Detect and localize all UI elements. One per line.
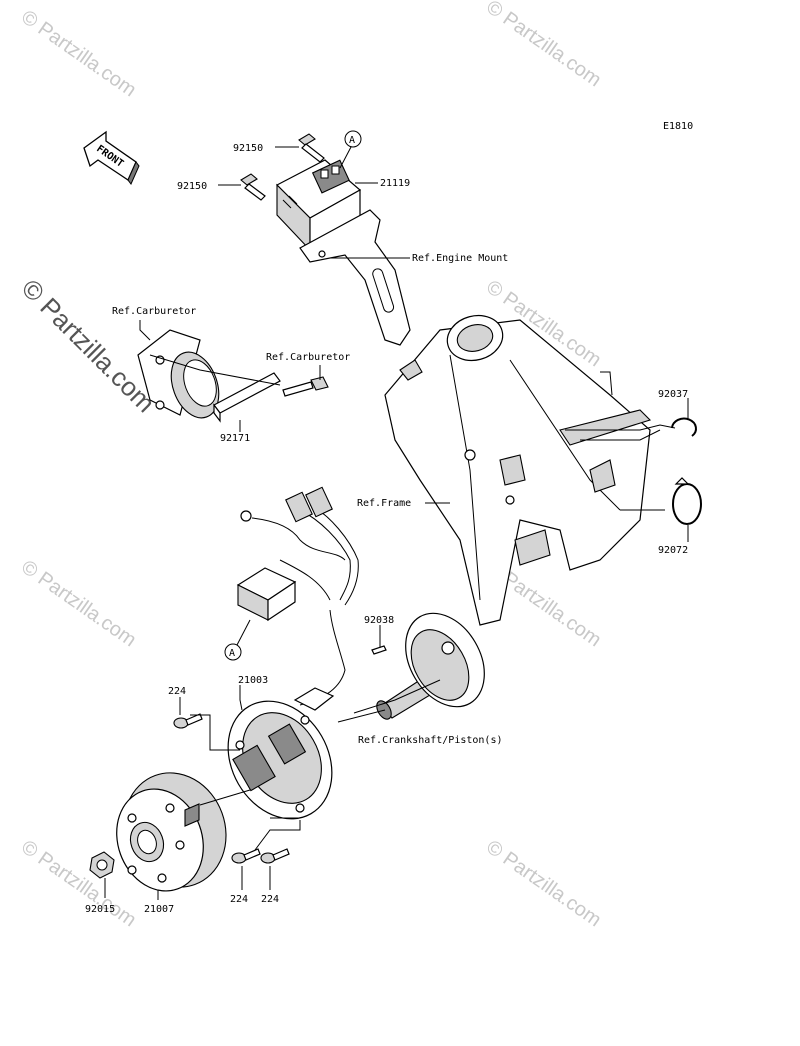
- label-stator-21003: 21003: [238, 675, 268, 686]
- label-ref-carburetor-2: Ref.Carburetor: [266, 352, 350, 363]
- label-clamp-92072: 92072: [658, 545, 688, 556]
- carburetor-bolt-icon: [282, 376, 329, 397]
- screw-224-bottom-1-icon: [231, 848, 261, 864]
- igniter-unit: [275, 159, 362, 252]
- label-screw-224-bottom-1: 224: [230, 894, 248, 905]
- callout-a-bottom: A: [224, 619, 251, 661]
- carburetor-holder: [137, 329, 220, 419]
- label-igniter-21119: 21119: [380, 178, 410, 189]
- watermark-4: © Partzilla.com: [17, 556, 140, 651]
- stator-21003: [227, 687, 335, 820]
- callout-a-top: A: [339, 130, 362, 169]
- bolt-92150-top-icon: [298, 133, 325, 163]
- frame: [384, 314, 652, 626]
- screw-224-bottom-2-icon: [260, 848, 290, 864]
- clamp-92072-icon: [672, 477, 702, 525]
- label-band-92171: 92171: [220, 433, 250, 444]
- bolt-92150-left-icon: [240, 173, 266, 201]
- key-92038-icon: [371, 645, 387, 655]
- engine-mount-bracket: [299, 209, 411, 346]
- band-92171: [213, 372, 281, 423]
- label-screw-224-left: 224: [168, 686, 186, 697]
- label-ref-frame: Ref.Frame: [357, 498, 411, 509]
- label-bolt-92150-left: 92150: [177, 181, 207, 192]
- diagram-code: E1810: [663, 121, 693, 132]
- label-ref-crankshaft: Ref.Crankshaft/Piston(s): [358, 735, 503, 746]
- front-arrow-icon: FRONT: [83, 130, 140, 185]
- label-ref-carburetor-1: Ref.Carburetor: [112, 306, 196, 317]
- label-clamp-92037: 92037: [658, 389, 688, 400]
- label-key-92038: 92038: [364, 615, 394, 626]
- screw-224-left-icon: [173, 713, 203, 729]
- watermark-7: © Partzilla.com: [482, 836, 605, 931]
- flywheel-21007: [116, 772, 227, 892]
- label-flywheel-21007: 21007: [144, 904, 174, 915]
- watermark-1: © Partzilla.com: [17, 6, 140, 101]
- harness-connector: [236, 567, 297, 622]
- callout-a-bottom-label: A: [229, 648, 235, 659]
- label-ref-engine-mount: Ref.Engine Mount: [412, 253, 508, 264]
- watermark-main: © Partzilla.com: [16, 273, 161, 418]
- label-nut-92015: 92015: [85, 904, 115, 915]
- watermark-2: © Partzilla.com: [482, 0, 605, 91]
- clamp-92037-icon: [671, 417, 697, 437]
- callout-a-top-label: A: [349, 135, 355, 146]
- part-labels: 92150 92150 21119 Ref.Engine Mount Ref.C…: [85, 143, 688, 915]
- leader-lines: [104, 146, 689, 900]
- nut-92015-icon: [89, 851, 115, 879]
- label-bolt-92150-top: 92150: [233, 143, 263, 154]
- label-screw-224-bottom-2: 224: [261, 894, 279, 905]
